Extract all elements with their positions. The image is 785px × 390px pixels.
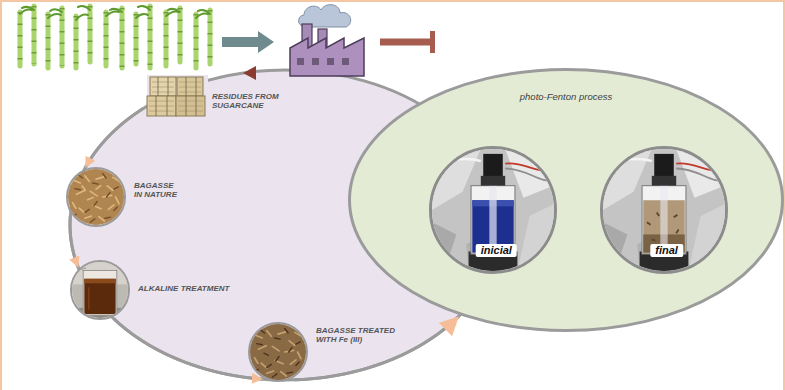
sugarcane-illustration	[120, 8, 125, 68]
factory-icon	[290, 38, 364, 76]
sugarcane-illustration	[106, 12, 119, 17]
sugarcane-illustration	[178, 8, 183, 62]
photo-circle-node: BAGASSE IN NATURE	[66, 167, 184, 227]
sugarcane-illustration	[60, 8, 65, 66]
sugarcane-illustration	[138, 6, 150, 10]
inhibition-arrow	[380, 31, 435, 53]
sugarcane-illustration	[168, 9, 180, 12]
photo-image	[432, 149, 554, 271]
step-label: BAGASSE IN NATURE	[134, 181, 182, 199]
sugarcane-illustration	[120, 8, 125, 68]
sugarcane-illustration	[18, 12, 23, 66]
process-arrow	[222, 31, 274, 53]
sugarcane-illustration	[50, 9, 62, 12]
sugarcane-illustration	[74, 16, 79, 68]
sugarcane-illustration	[136, 14, 148, 18]
step-label: BAGASSE TREATED WITH Fe (III)	[316, 326, 404, 344]
sugarcane-illustration	[110, 9, 122, 12]
sugarcane-illustration	[32, 6, 37, 64]
sugarcane-illustration	[208, 10, 213, 64]
sugarcane-illustration	[178, 8, 183, 62]
inhibition-arrow	[430, 31, 435, 53]
factory-icon	[290, 5, 364, 76]
photo-image	[147, 75, 209, 119]
ellipse-outline	[350, 70, 783, 331]
sugarcane-illustration	[20, 6, 210, 68]
sugarcane-illustration	[76, 15, 88, 20]
photo-circle-node: BAGASSE TREATED WITH Fe (III)	[248, 322, 406, 382]
factory-icon	[297, 58, 304, 65]
sugarcane-illustration	[104, 12, 109, 66]
photo-image	[68, 169, 124, 225]
hay-bales-picture-node: RESIDUES FROM SUGARCANE	[146, 74, 290, 118]
sugarcane-illustration	[198, 10, 210, 14]
process-title: photo-Fenton process	[348, 92, 784, 103]
sugarcane-illustration	[164, 12, 169, 66]
sugarcane-illustration	[134, 14, 139, 64]
photo-image	[146, 74, 208, 118]
sugarcane-illustration	[46, 14, 51, 68]
step-label: RESIDUES FROM SUGARCANE	[212, 92, 288, 110]
sugarcane-illustration	[20, 6, 210, 68]
sugarcane-illustration	[60, 8, 65, 66]
photo-image	[603, 149, 725, 271]
inhibition-arrow	[380, 39, 430, 46]
factory-icon	[342, 58, 349, 65]
photo-circle	[70, 260, 130, 320]
factory-icon	[312, 58, 319, 65]
sugarcane-illustration	[20, 6, 210, 20]
sugarcane-illustration	[194, 14, 199, 68]
sugarcane-illustration	[74, 16, 79, 68]
photo-caption: final	[650, 244, 683, 257]
cycle-arrow	[85, 108, 144, 168]
step-label: ALKALINE TREATMENT	[138, 284, 229, 293]
sugarcane-illustration	[22, 7, 34, 10]
sugarcane-illustration	[166, 12, 179, 17]
sugarcane-illustration	[48, 14, 61, 18]
sugarcane-illustration	[208, 10, 213, 64]
photo-circle-node: ALKALINE TREATMENT	[70, 260, 232, 320]
photo-circle-node: inicial	[429, 146, 557, 274]
photo-image	[250, 324, 306, 380]
cycle-arrow	[294, 316, 459, 380]
photo-image	[72, 262, 128, 318]
cycle-arrowhead	[243, 66, 256, 80]
sugarcane-illustration	[20, 10, 32, 15]
photo-image	[68, 169, 124, 225]
photo-image	[72, 262, 128, 318]
photo-circle-node: final	[600, 146, 728, 274]
sugarcane-illustration	[20, 6, 210, 68]
sugarcane-illustration	[18, 12, 23, 66]
sugarcane-illustration	[196, 14, 208, 19]
sugarcane-illustration	[78, 6, 90, 10]
photo-circle	[66, 167, 126, 227]
cycle-arrow	[114, 319, 263, 379]
process-ellipse-node: photo-Fenton process inicial final	[348, 68, 785, 332]
sugarcane-illustration	[164, 12, 169, 66]
sugarcane-illustration	[46, 14, 51, 68]
sugarcane-illustration	[134, 14, 139, 64]
sugarcane-illustration	[104, 12, 109, 66]
photo-caption: inicial	[476, 244, 517, 257]
sugarcane-illustration	[32, 6, 37, 64]
hay-bales-picture	[146, 74, 208, 118]
sugarcane-illustration	[194, 14, 199, 68]
factory-icon	[327, 58, 334, 65]
photo-image	[250, 324, 306, 380]
photo-circle	[248, 322, 308, 382]
